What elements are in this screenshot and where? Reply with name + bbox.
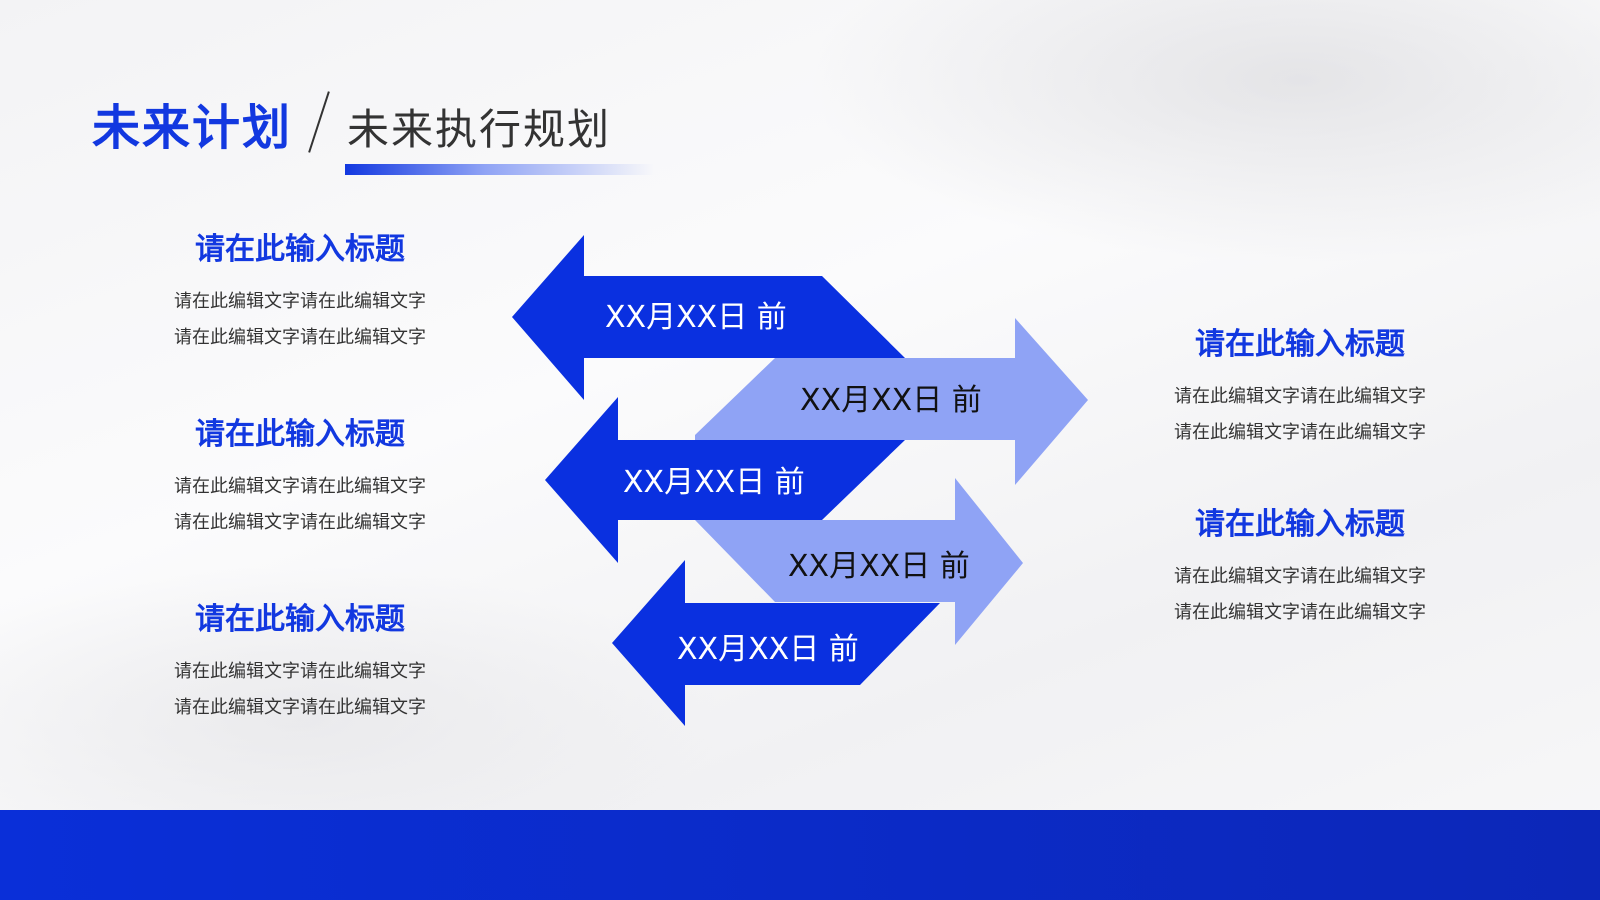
block-title: 请在此输入标题 (1195, 507, 1405, 542)
arrow-right-2 (695, 478, 1023, 645)
block-text: 请在此编辑文字请在此编辑文字 (1174, 602, 1426, 623)
right-block-1: 请在此输入标题 请在此编辑文字请在此编辑文字 请在此编辑文字请在此编辑文字 (1135, 325, 1465, 451)
block-text: 请在此编辑文字请在此编辑文字 (1174, 422, 1426, 443)
arrow-right-1 (695, 318, 1088, 485)
left-block-2: 请在此输入标题 请在此编辑文字请在此编辑文字 请在此编辑文字请在此编辑文字 (135, 415, 465, 541)
arrow-label-1: XX月XX日 前 (605, 300, 787, 335)
left-block-3: 请在此输入标题 请在此编辑文字请在此编辑文字 请在此编辑文字请在此编辑文字 (135, 600, 465, 726)
block-text: 请在此编辑文字请在此编辑文字 (174, 661, 426, 682)
page-title: 未来计划 (92, 100, 293, 156)
title-underline (345, 164, 655, 175)
block-text: 请在此编辑文字请在此编辑文字 (174, 291, 426, 312)
page-subtitle: 未来执行规划 (347, 105, 612, 154)
block-title: 请在此输入标题 (195, 232, 405, 267)
block-text: 请在此编辑文字请在此编辑文字 (1174, 386, 1426, 407)
right-block-2: 请在此输入标题 请在此编辑文字请在此编辑文字 请在此编辑文字请在此编辑文字 (1135, 505, 1465, 631)
block-title: 请在此输入标题 (195, 417, 405, 452)
arrow-label-2: XX月XX日 前 (800, 383, 982, 418)
arrow-label-5: XX月XX日 前 (677, 632, 859, 667)
footer-band (0, 810, 1600, 900)
arrow-left-3 (612, 560, 940, 726)
arrow-label-4: XX月XX日 前 (788, 549, 970, 584)
arrow-label-3: XX月XX日 前 (623, 465, 805, 500)
arrow-left-2 (545, 397, 905, 563)
left-block-1: 请在此输入标题 请在此编辑文字请在此编辑文字 请在此编辑文字请在此编辑文字 (135, 230, 465, 356)
block-text: 请在此编辑文字请在此编辑文字 (174, 512, 426, 533)
block-title: 请在此输入标题 (1195, 327, 1405, 362)
block-title: 请在此输入标题 (195, 602, 405, 637)
arrow-left-1 (512, 235, 905, 400)
block-text: 请在此编辑文字请在此编辑文字 (1174, 566, 1426, 587)
block-text: 请在此编辑文字请在此编辑文字 (174, 327, 426, 348)
block-text: 请在此编辑文字请在此编辑文字 (174, 697, 426, 718)
block-text: 请在此编辑文字请在此编辑文字 (174, 476, 426, 497)
